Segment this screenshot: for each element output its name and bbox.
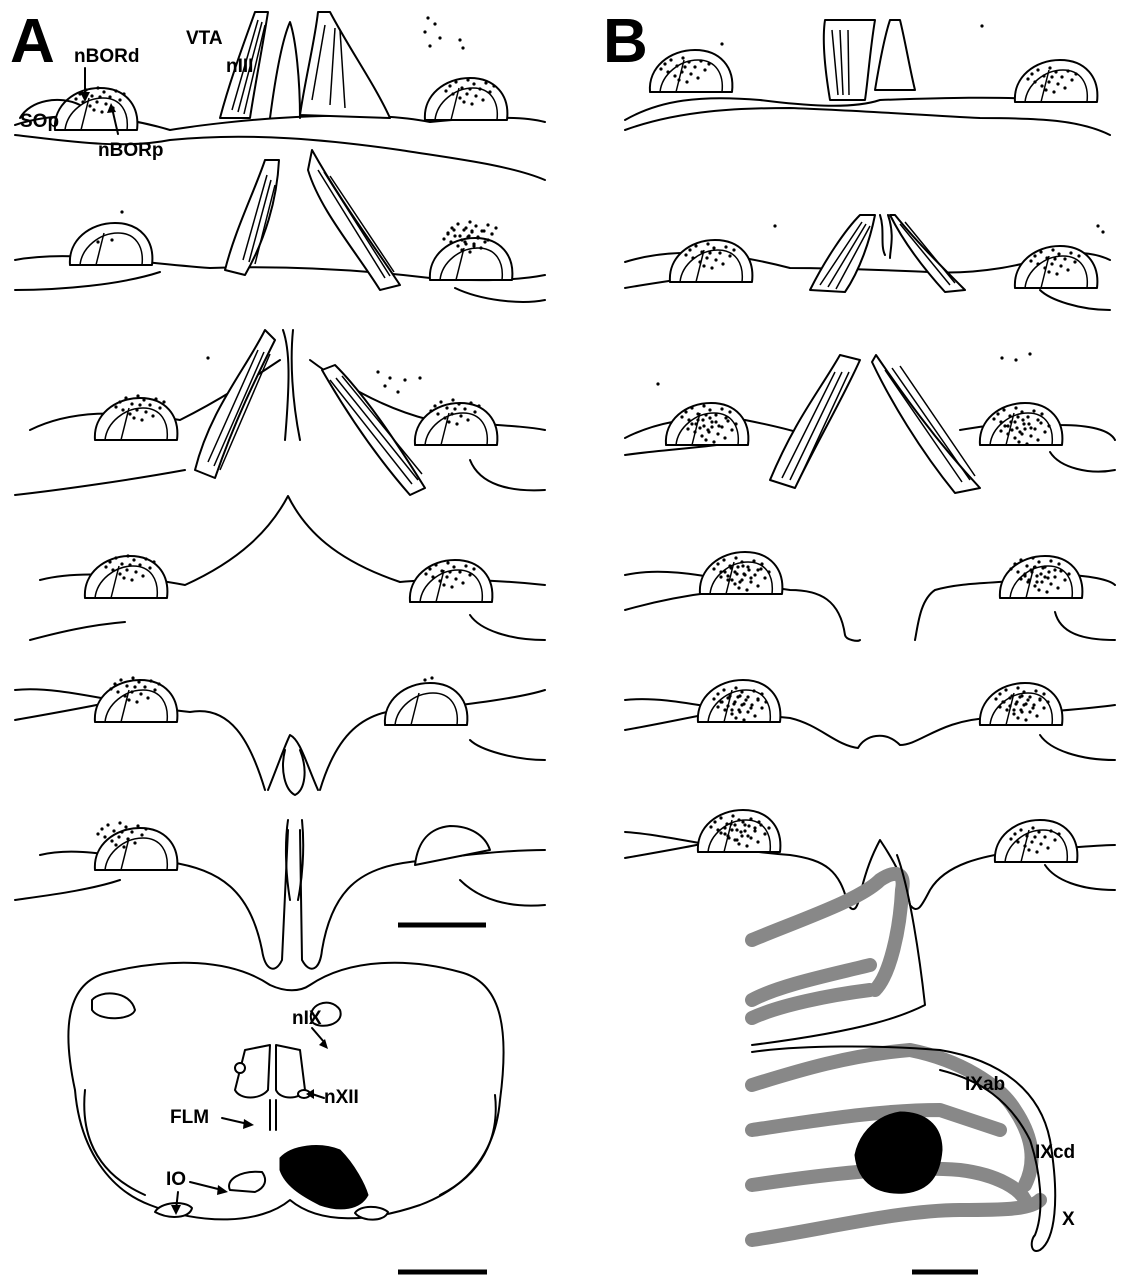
section-a2 bbox=[15, 150, 545, 302]
section-a6 bbox=[15, 820, 545, 969]
panel-b: B bbox=[603, 7, 1115, 1272]
label-ixab: IXab bbox=[965, 1074, 1005, 1095]
section-b3 bbox=[625, 352, 1115, 493]
lesion-b bbox=[855, 1112, 942, 1193]
section-b5 bbox=[625, 680, 1115, 760]
label-nborp: nBORp bbox=[98, 140, 163, 161]
label-ixcd: IXcd bbox=[1035, 1142, 1075, 1163]
section-b7: IXab IXcd X bbox=[752, 855, 1075, 1272]
label-x: X bbox=[1062, 1209, 1075, 1230]
label-nxii: nXII bbox=[324, 1087, 359, 1108]
section-a5 bbox=[15, 676, 545, 795]
panel-a: A VTA nIII nBORd SOp nBORp bbox=[10, 7, 545, 1272]
label-flm: FLM bbox=[170, 1107, 209, 1128]
label-vta: VTA bbox=[186, 28, 223, 49]
section-a1: VTA nIII nBORd SOp nBORp bbox=[15, 12, 545, 180]
label-nbord: nBORd bbox=[74, 46, 139, 67]
section-a4 bbox=[30, 496, 545, 640]
label-sop: SOp bbox=[20, 111, 59, 132]
lesion-a bbox=[280, 1146, 368, 1209]
section-a7: nIX nXII FLM IO bbox=[68, 963, 503, 1272]
label-niii: nIII bbox=[226, 56, 253, 77]
panel-b-letter: B bbox=[603, 7, 648, 76]
section-b4 bbox=[625, 552, 1115, 641]
section-b2 bbox=[625, 215, 1110, 310]
section-b1 bbox=[625, 20, 1110, 135]
label-io: IO bbox=[166, 1169, 186, 1190]
label-nix: nIX bbox=[292, 1008, 322, 1029]
panel-a-letter: A bbox=[10, 7, 55, 76]
section-a3 bbox=[15, 330, 545, 495]
